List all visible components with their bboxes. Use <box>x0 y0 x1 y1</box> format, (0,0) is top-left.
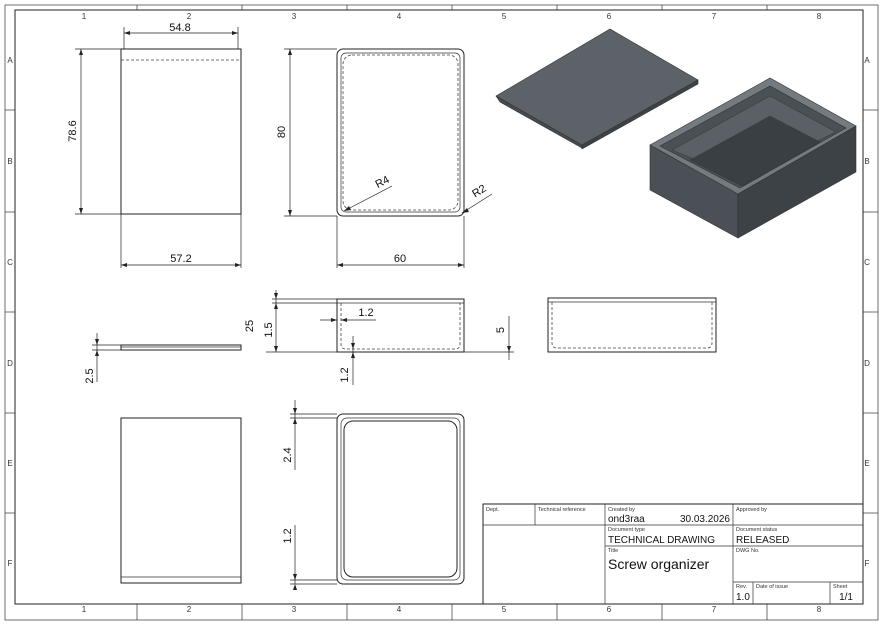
col-label-bottom: 4 <box>397 605 402 614</box>
isometric-lid <box>495 28 699 150</box>
row-label-left: C <box>7 258 13 267</box>
tb-doc-status: RELEASED <box>736 535 789 546</box>
col-label-top: 7 <box>712 12 717 21</box>
tb-doc-type: TECHNICAL DRAWING <box>608 535 715 546</box>
tb-date: 30.03.2026 <box>680 514 730 525</box>
dim-lid-thickness: 2.5 <box>84 368 96 383</box>
row-label-left: B <box>7 157 12 166</box>
row-label-right: C <box>864 258 870 267</box>
sheet-outer-border <box>4 4 879 621</box>
lid-side-view: 2.5 <box>84 333 242 384</box>
tb-title: Screw organizer <box>608 556 709 572</box>
lid-bottom-view <box>120 417 242 584</box>
col-label-top: 6 <box>607 12 612 21</box>
col-label-bottom: 1 <box>82 605 87 614</box>
col-label-top: 2 <box>187 12 192 21</box>
row-grid: A B C D E F A B C D E F <box>5 56 878 568</box>
row-label-right: A <box>864 56 870 65</box>
row-label-left: D <box>7 359 13 368</box>
tb-created-by-label: Created by <box>608 507 635 513</box>
tb-title-label: Title <box>608 548 618 554</box>
dim-bottom-gap: 1.2 <box>282 528 294 543</box>
col-label-top: 1 <box>82 12 87 21</box>
row-label-right: D <box>864 359 870 368</box>
dim-wall-thickness: 1.2 <box>358 307 373 319</box>
col-label-top: 4 <box>397 12 402 21</box>
dim-side-height: 25 <box>244 320 256 332</box>
box-front-view: 25 1.5 1.2 1.2 5 <box>244 290 514 385</box>
box-bottom-view: 2.4 1.2 <box>282 400 465 590</box>
dim-box-height: 80 <box>276 126 288 138</box>
box-side-view <box>547 297 717 353</box>
isometric-box <box>649 77 857 239</box>
tb-dwg-no-label: DWG No. <box>736 548 760 554</box>
col-label-bottom: 5 <box>502 605 507 614</box>
tb-rev: 1.0 <box>736 592 750 603</box>
tb-doc-type-label: Document type <box>608 527 645 533</box>
row-label-right: F <box>865 559 870 568</box>
title-block: Dept. Technical reference Created by ond… <box>482 503 864 605</box>
tb-approved-by-label: Approved by <box>736 507 767 513</box>
row-label-left: E <box>7 459 12 468</box>
tb-created-by: ond3raa <box>608 514 645 525</box>
dim-box-width: 60 <box>394 253 406 265</box>
row-label-right: B <box>864 157 869 166</box>
col-label-bottom: 8 <box>817 605 822 614</box>
row-label-left: A <box>7 56 13 65</box>
row-label-left: F <box>8 559 13 568</box>
box-top-view: 80 R4 R2 60 <box>276 48 493 268</box>
lid-top-view: 54.8 78.6 57.2 <box>67 22 242 268</box>
dim-lip-height: 1.5 <box>263 322 275 337</box>
tb-tech-ref-label: Technical reference <box>538 507 586 513</box>
dim-floor-thickness: 1.2 <box>339 367 351 382</box>
dim-inner-radius: R4 <box>374 174 392 191</box>
row-label-right: E <box>864 459 869 468</box>
col-label-bottom: 2 <box>187 605 192 614</box>
dim-bottom-lip: 2.4 <box>282 447 294 462</box>
col-label-top: 8 <box>817 12 822 21</box>
col-label-bottom: 7 <box>712 605 717 614</box>
tb-sheet: 1/1 <box>839 592 853 603</box>
dim-right-offset: 5 <box>495 327 507 333</box>
tb-sheet-label: Sheet <box>833 584 848 590</box>
tb-rev-label: Rev. <box>736 584 747 590</box>
col-label-top: 5 <box>502 12 507 21</box>
col-label-top: 3 <box>292 12 297 21</box>
tb-dept-label: Dept. <box>486 507 500 513</box>
dim-bottom-width: 57.2 <box>170 253 191 265</box>
col-label-bottom: 3 <box>292 605 297 614</box>
dim-top-height: 78.6 <box>67 120 79 141</box>
col-label-bottom: 6 <box>607 605 612 614</box>
tb-date-of-issue-label: Date of issue <box>756 584 788 590</box>
dim-top-width: 54.8 <box>169 22 190 34</box>
sheet-inner-border <box>14 9 864 605</box>
tb-doc-status-label: Document status <box>736 527 778 533</box>
column-grid: 1 2 3 4 5 6 7 8 1 2 3 4 5 6 7 8 <box>82 5 822 620</box>
